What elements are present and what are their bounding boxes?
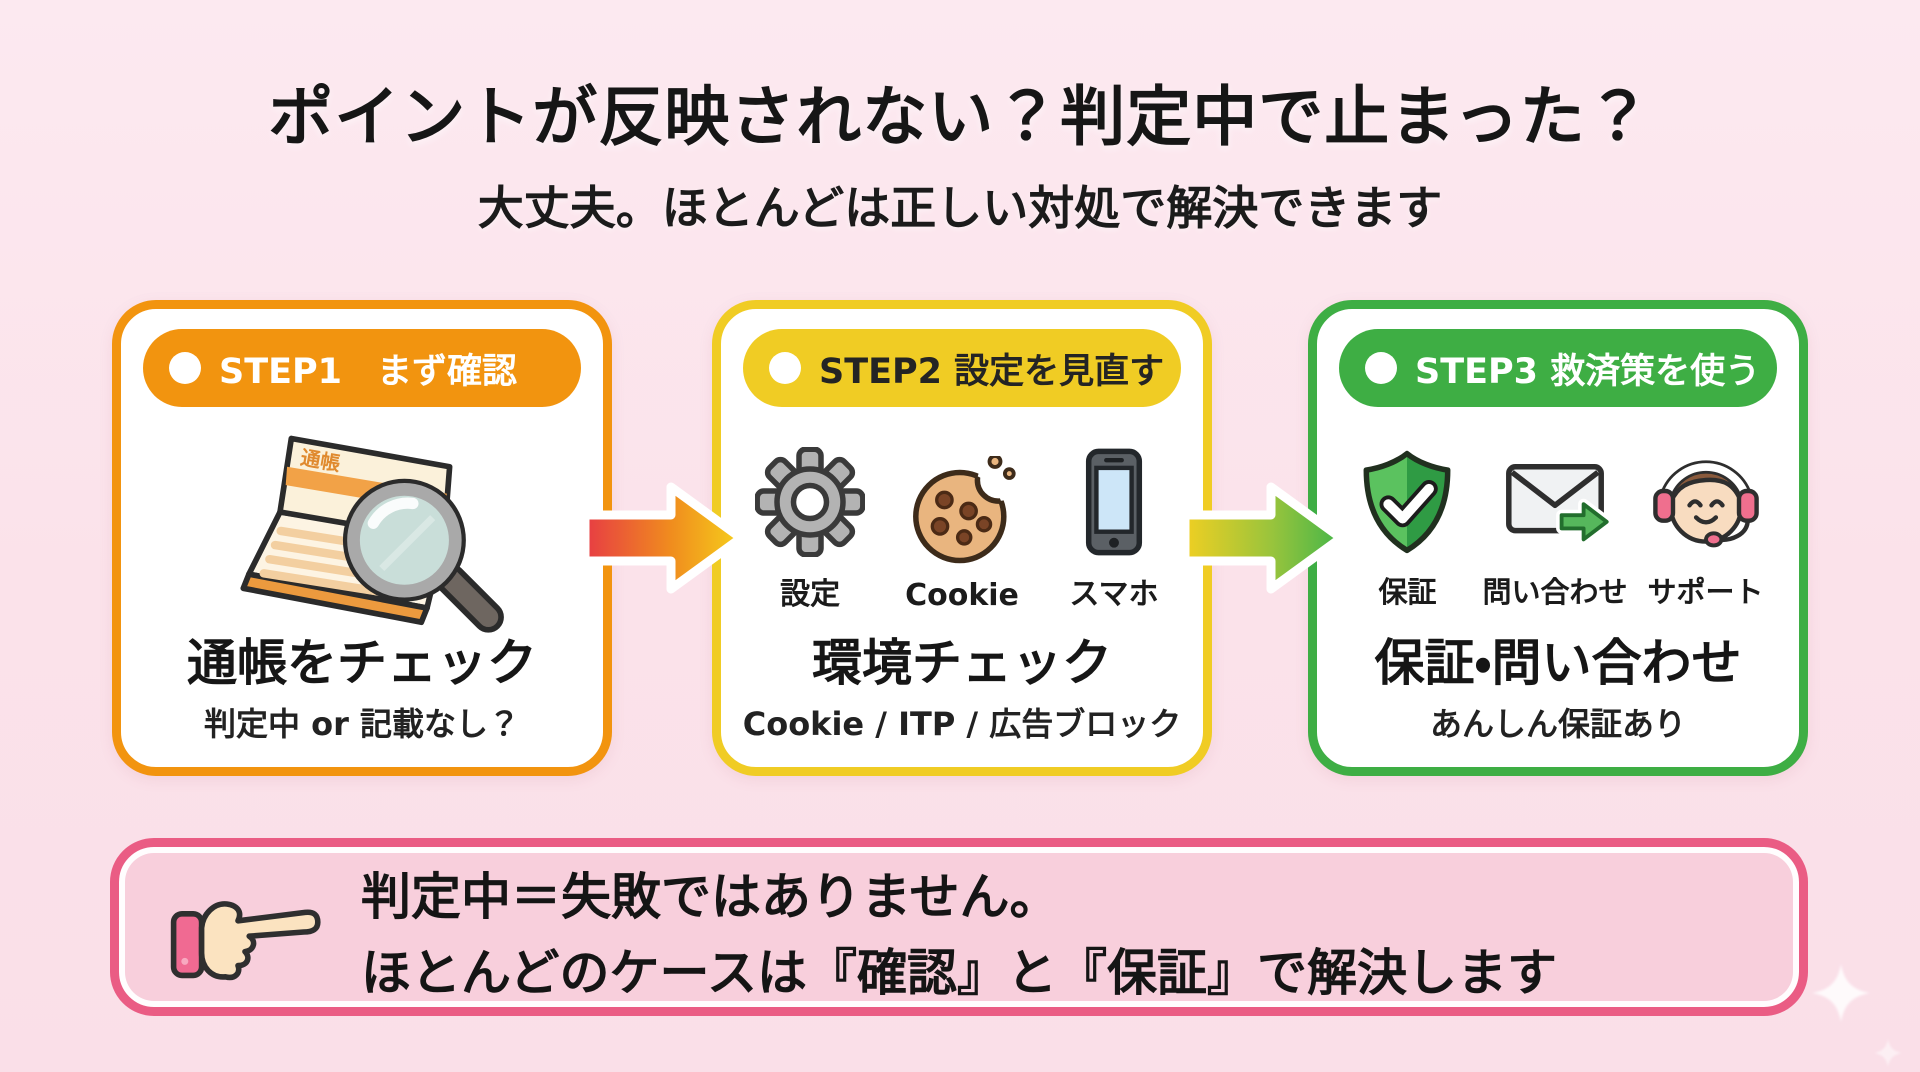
step2-badge-label: STEP2 設定を見直す [819,351,1165,392]
cookie-figure: Cookie [905,456,1019,613]
arrow-right-icon [1180,482,1346,594]
cookie-icon [913,456,1016,564]
icon-label: Cookie [905,578,1019,613]
step1-subtitle: 判定中 or 記載なし？ [203,705,521,743]
bullet-dot-icon [169,352,201,384]
sparkle-icon [1874,1039,1902,1067]
icon-label: サポート [1647,575,1764,609]
shield-check-icon [1364,450,1451,554]
bullet-dot-icon [1365,352,1397,384]
step1-badge: STEP1 まず確認 [143,329,581,407]
warranty-figure: 保証 [1352,447,1462,611]
note-line-2: ほとんどのケースは『確認』と『保証』で解決します [361,944,1557,1002]
bullet-dot-icon [769,352,801,384]
gear-icon [755,447,866,557]
step2-title: 環境チェック [812,634,1112,692]
step3-title: 保証・問い合わせ [1374,634,1742,692]
support-figure: サポート [1648,447,1764,611]
icon-label: 問い合わせ [1482,575,1628,609]
step1-badge-label: STEP1 まず確認 [219,351,517,392]
icon-label: 保証 [1378,575,1437,609]
page-subtitle: 大丈夫。ほとんどは正しい対処で解決できます [477,181,1443,235]
icon-label: 設定 [780,577,841,612]
step3-badge: STEP3 救済策を使う [1339,329,1777,407]
passbook-magnifier-icon: 通帳 [121,431,603,641]
note-line-1: 判定中＝失敗ではありません。 [361,868,1060,926]
reassurance-note: 判定中＝失敗ではありません。 ほとんどのケースは『確認』と『保証』で解決します [110,838,1808,1016]
step1-card: STEP1 まず確認 通帳 [112,300,612,776]
step2-badge: STEP2 設定を見直す [743,329,1181,407]
smartphone-icon [1085,448,1142,556]
settings-figure: 設定 [755,447,866,613]
step2-card: STEP2 設定を見直す 設定 [712,300,1212,776]
support-agent-icon [1652,460,1759,548]
arrow-right-icon [580,482,746,594]
step3-subtitle: あんしん保証あり [1429,705,1686,743]
step3-card: STEP3 救済策を使う 保証 [1308,300,1808,776]
sparkle-icon [1812,964,1870,1022]
note-text: 判定中＝失敗ではありません。 ほとんどのケースは『確認』と『保証』で解決します [361,859,1769,1011]
step1-title: 通帳をチェック [187,634,537,692]
step3-icon-row: 保証 問い合わせ [1317,447,1799,611]
page-title: ポイントが反映されない？判定中で止まった？ [268,80,1652,155]
step3-badge-label: STEP3 救済策を使う [1415,351,1761,392]
pointing-finger-icon [170,901,321,981]
step2-icon-row: 設定 [721,447,1203,613]
icon-label: スマホ [1069,577,1159,612]
contact-figure: 問い合わせ [1482,447,1628,611]
smartphone-figure: スマホ [1059,447,1169,613]
step2-subtitle: Cookie / ITP / 広告ブロック [742,705,1182,743]
envelope-arrow-icon [1506,464,1610,545]
